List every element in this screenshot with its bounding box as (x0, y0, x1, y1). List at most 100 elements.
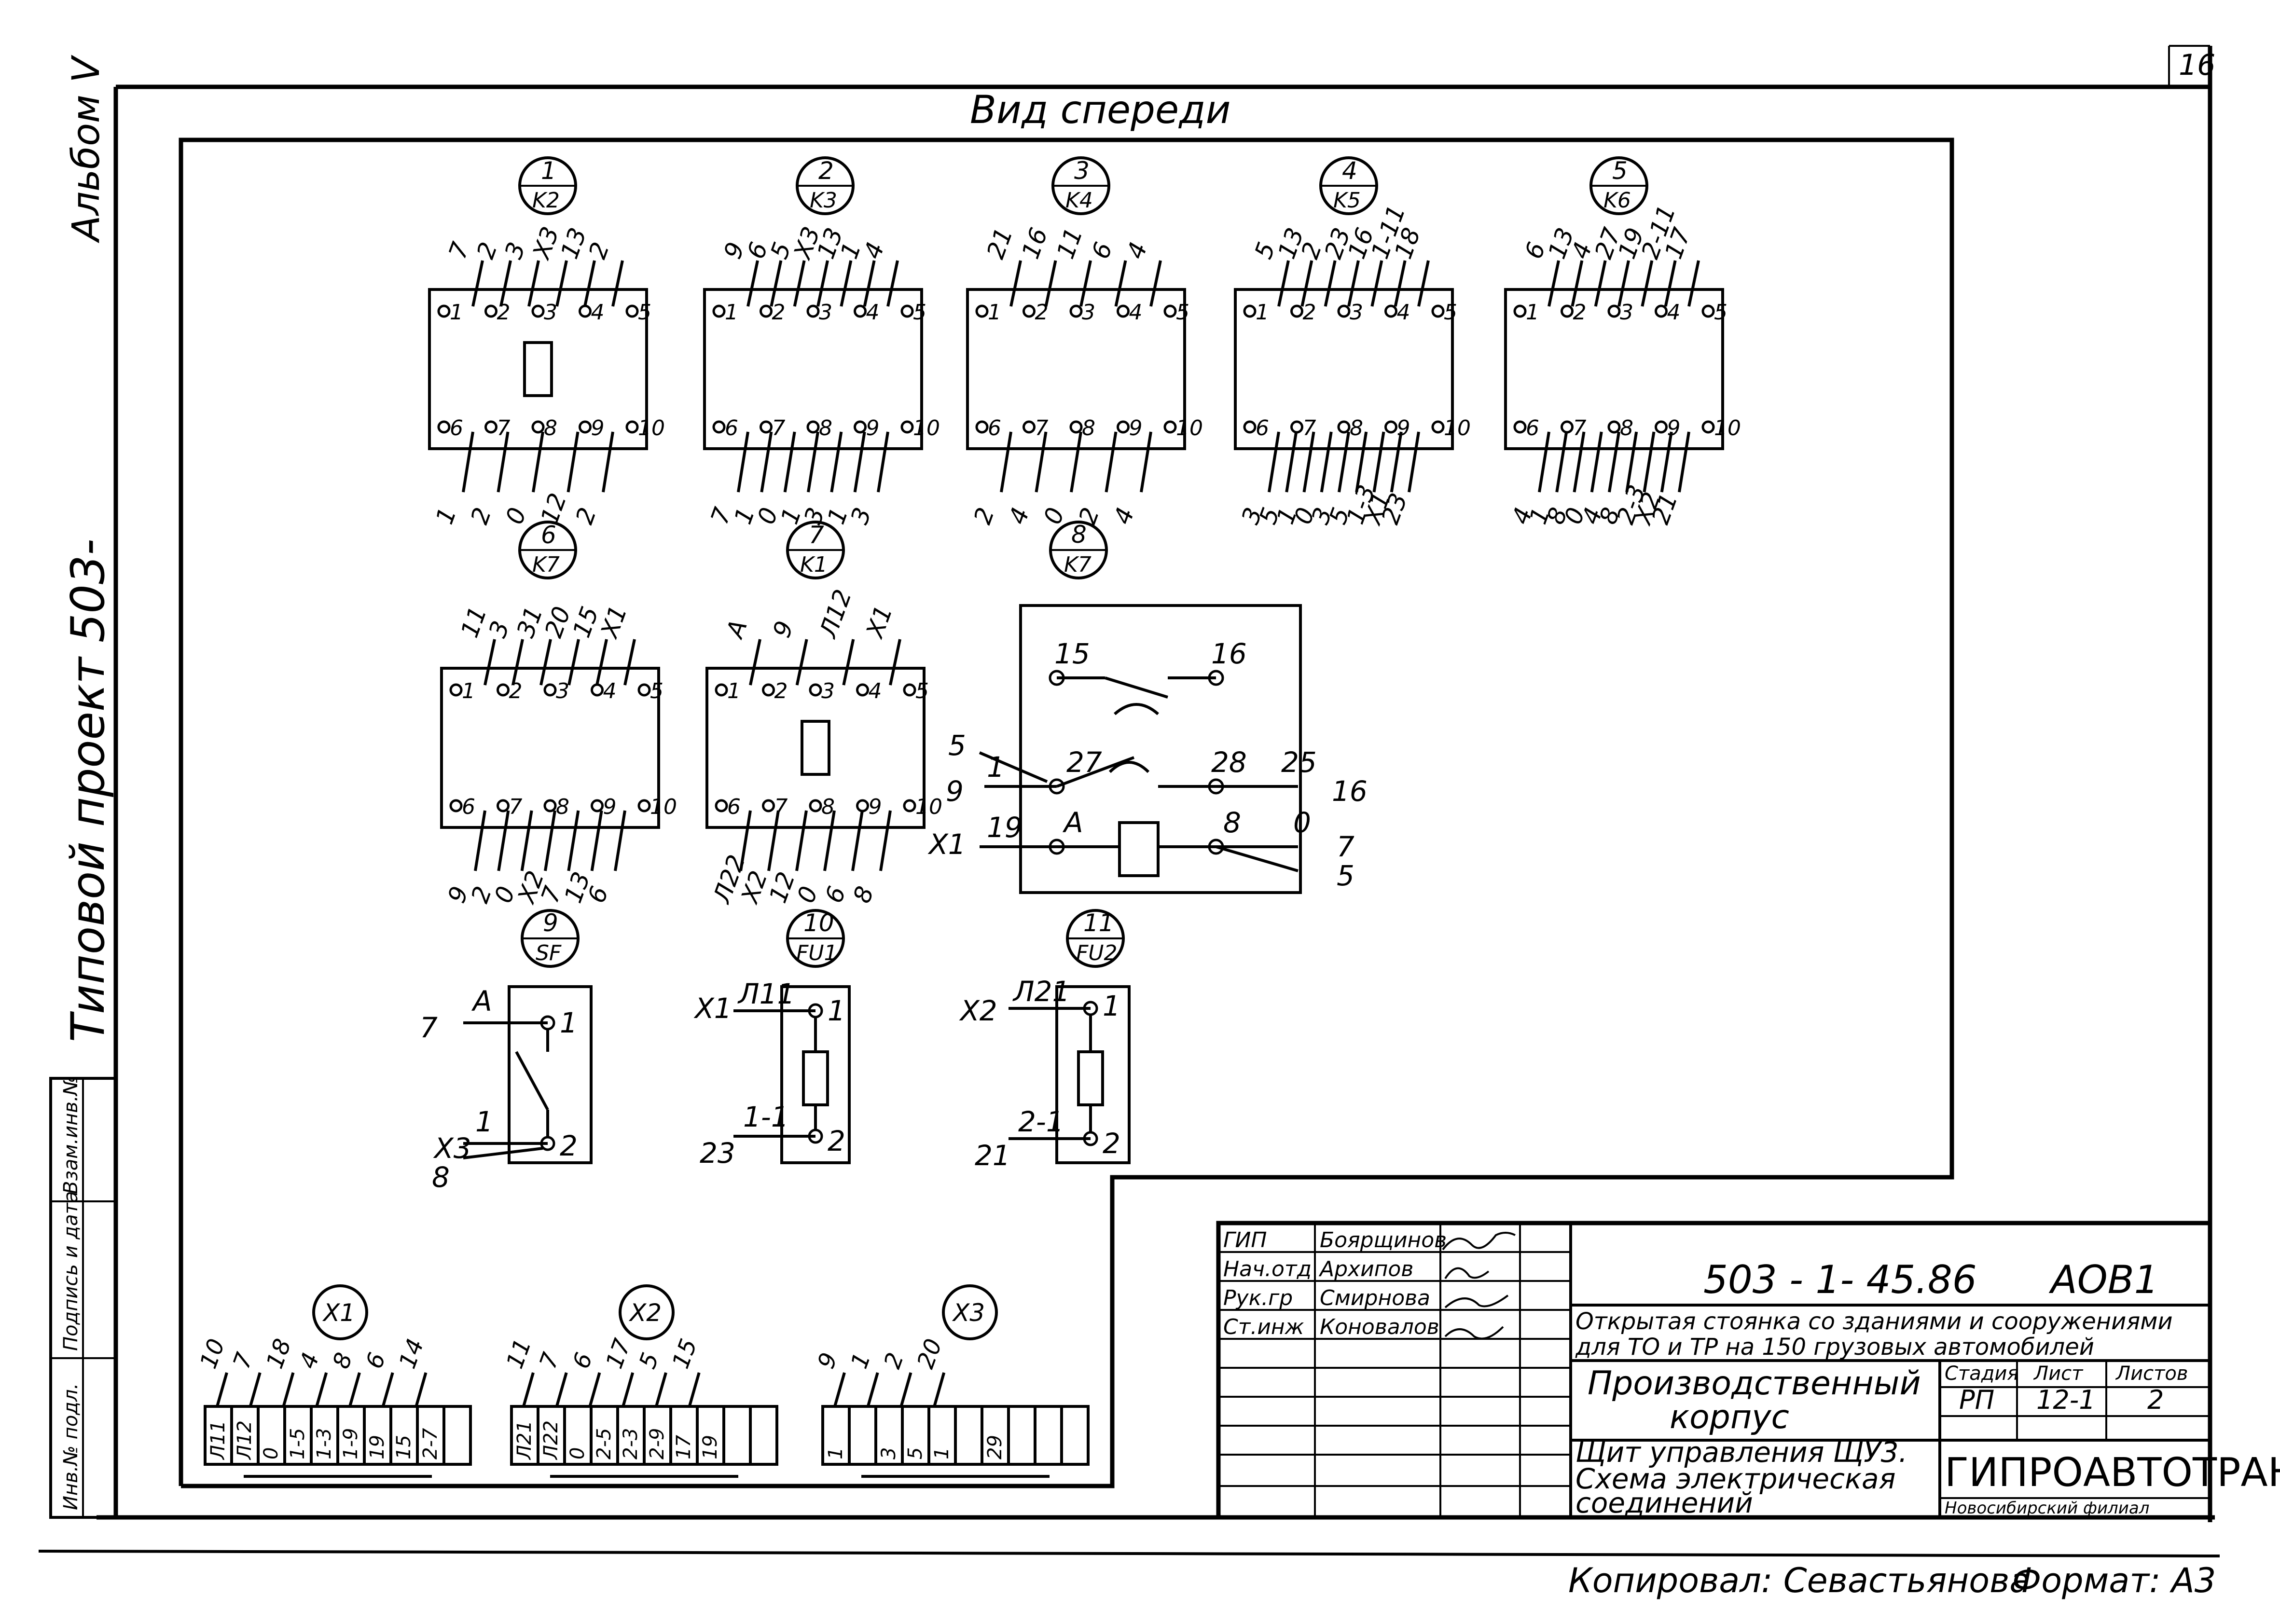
fuse1-pos: 10 (803, 909, 834, 937)
wire (1417, 260, 1430, 307)
terminal-dot (637, 683, 651, 697)
terminal-dot (1384, 420, 1397, 434)
terminal-label: 3 (556, 679, 569, 703)
terminal-cell-label: 3 (878, 1447, 900, 1459)
tb-sheet-header: Лист (2033, 1363, 2084, 1385)
terminal-dot (1243, 420, 1257, 434)
terminal-label: 6 (988, 416, 1001, 440)
wire (933, 1372, 946, 1407)
relay-marker (518, 156, 577, 215)
wire (688, 1372, 701, 1407)
terminal-dot (1561, 304, 1574, 318)
terminal-label: 6 (1256, 416, 1269, 440)
tb-name-0: Боярщинов (1320, 1228, 1447, 1252)
tb-role-0: ГИП (1223, 1228, 1267, 1252)
terminal-cell-label: 2-3 (620, 1428, 642, 1459)
terminal-cell-label: 15 (393, 1435, 415, 1459)
wire (544, 810, 556, 871)
terminal-dot (1023, 304, 1036, 318)
relay-marker (786, 521, 845, 579)
wire-label: 6 (360, 1349, 391, 1372)
wire-label: 0 (500, 504, 532, 528)
terminal-label: 4 (869, 679, 882, 703)
wire (863, 260, 876, 307)
tb-role-2: Рук.гр (1223, 1286, 1293, 1310)
wire (1608, 431, 1620, 493)
wire (767, 810, 780, 871)
terminal-label: 10 (638, 416, 665, 440)
terminal-cell-label: 2-9 (646, 1428, 668, 1459)
terminal-dot (903, 683, 916, 697)
wire-label: 6 (582, 882, 614, 907)
relay-pos: 7 (809, 521, 824, 549)
timer-wX1: X1 (927, 828, 966, 861)
terminal-dot (1701, 304, 1715, 318)
relay-ref: K7 (532, 552, 560, 577)
wire (602, 431, 614, 493)
relay-ref: K6 (1603, 188, 1631, 213)
terminal-dot (975, 304, 989, 318)
terminal-label: 1 (1526, 300, 1539, 325)
wire (555, 1372, 568, 1407)
wire-label: 4 (858, 238, 890, 262)
wire (760, 431, 773, 493)
timer-pos: 8 (1071, 521, 1087, 549)
wire-label: 6 (567, 1349, 598, 1372)
wire-label: 16 (1016, 224, 1053, 262)
wire (795, 810, 808, 871)
stamp-replace: Взам.инв.№ (60, 1075, 82, 1194)
terminal-dot (806, 304, 820, 318)
relay-housing (1234, 288, 1454, 450)
wire (1594, 260, 1607, 307)
wire (1538, 431, 1550, 493)
terminal-dot (715, 683, 728, 697)
terminal-label: 2 (1303, 300, 1316, 325)
terminal-label: 2 (772, 300, 786, 325)
wire (1641, 260, 1654, 307)
relay-ref: K2 (532, 188, 560, 213)
wire-label: 14 (394, 1335, 429, 1373)
wire (1590, 431, 1603, 493)
terminal-cell (1007, 1405, 1036, 1466)
wire (527, 260, 540, 307)
terminal-dot (1655, 420, 1668, 434)
relay-k5-4: 4K516273849510513223161-11183510351-3X12… (1234, 156, 1471, 529)
timer-ref: K7 (1064, 552, 1092, 577)
terminal-dot (484, 420, 497, 434)
block-ref: X1 (322, 1299, 355, 1327)
terminal-dot (484, 304, 497, 318)
wire (1555, 431, 1568, 493)
view-title: Вид спереди (970, 87, 1230, 132)
relay-ref: K5 (1333, 188, 1361, 213)
wire (1571, 260, 1584, 307)
wire (381, 1372, 394, 1407)
relay-housing (1504, 288, 1724, 450)
terminal-dot (712, 420, 726, 434)
wire-label: 6 (820, 882, 851, 907)
terminal-label: 10 (1176, 416, 1203, 440)
wire (830, 431, 843, 493)
terminal-dot (591, 799, 604, 812)
fuse1-X1: X1 (693, 992, 732, 1025)
tb-doc-code: 503 - 1- 45.86 (1703, 1257, 1977, 1302)
wire-label: 4 (1108, 504, 1140, 528)
wire (462, 431, 474, 493)
terminal-label: 5 (650, 679, 663, 703)
terminal-dot (1607, 304, 1621, 318)
wire-label: 3 (484, 617, 515, 641)
tb-sheet: 12-1 (2036, 1385, 2096, 1415)
wire (737, 431, 749, 493)
block-marker (942, 1284, 998, 1340)
wire (889, 639, 901, 686)
wire (348, 1372, 361, 1407)
wire-label: 7 (228, 1349, 258, 1372)
terminal-dot (715, 799, 728, 812)
wire-label: 7 (443, 238, 475, 262)
terminal-cell (1060, 1405, 1090, 1466)
signatures (1442, 1232, 1516, 1340)
wire-label: 2 (583, 238, 615, 262)
relay-pos: 2 (818, 157, 834, 185)
terminal-cell-label: 17 (673, 1435, 695, 1459)
terminal-label: 8 (1350, 416, 1363, 440)
block-marker (619, 1284, 675, 1340)
